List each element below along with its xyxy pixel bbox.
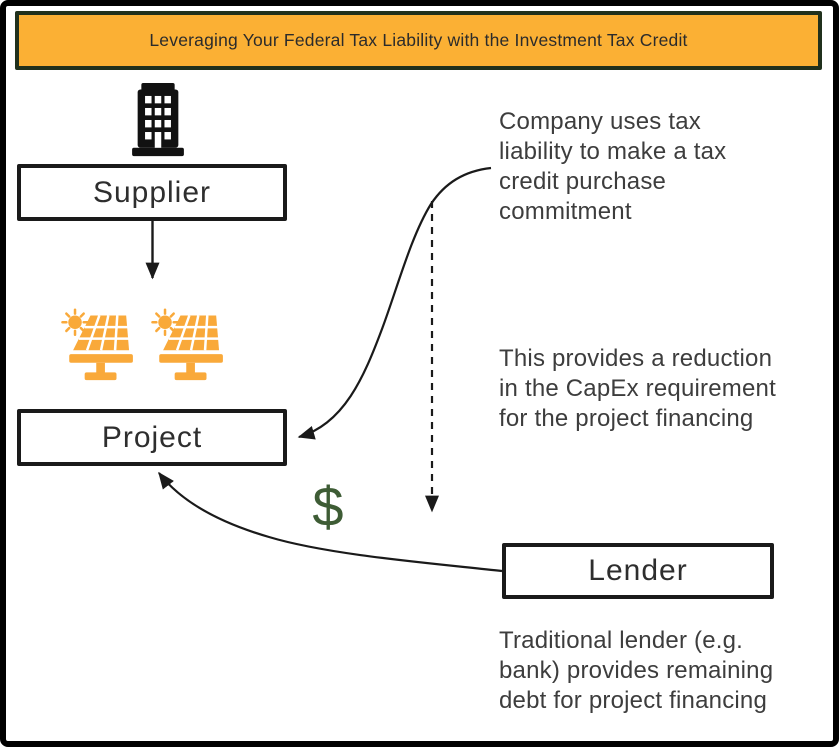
project-box: Project xyxy=(17,409,287,466)
page-title: Leveraging Your Federal Tax Liability wi… xyxy=(149,30,688,50)
dollar-sign: $ xyxy=(312,475,344,538)
capex-note: This provides a reduction in the CapEx r… xyxy=(499,345,776,432)
supplier-box: Supplier xyxy=(17,164,287,221)
supplier-label: Supplier xyxy=(92,175,212,209)
curve-commitment-to-project xyxy=(297,166,492,440)
lender-box: Lender xyxy=(502,543,774,599)
project-label: Project xyxy=(101,420,203,454)
title-banner: Leveraging Your Federal Tax Liability wi… xyxy=(15,11,822,70)
commitment-note: Company uses tax liability to make a tax… xyxy=(499,108,727,225)
solar-panel-icon xyxy=(151,308,223,381)
lender-label: Lender xyxy=(588,554,688,587)
office-building-icon xyxy=(132,83,184,157)
solar-panel-icon xyxy=(61,308,133,381)
lender-note: Traditional lender (e.g. bank) provides … xyxy=(499,627,774,714)
